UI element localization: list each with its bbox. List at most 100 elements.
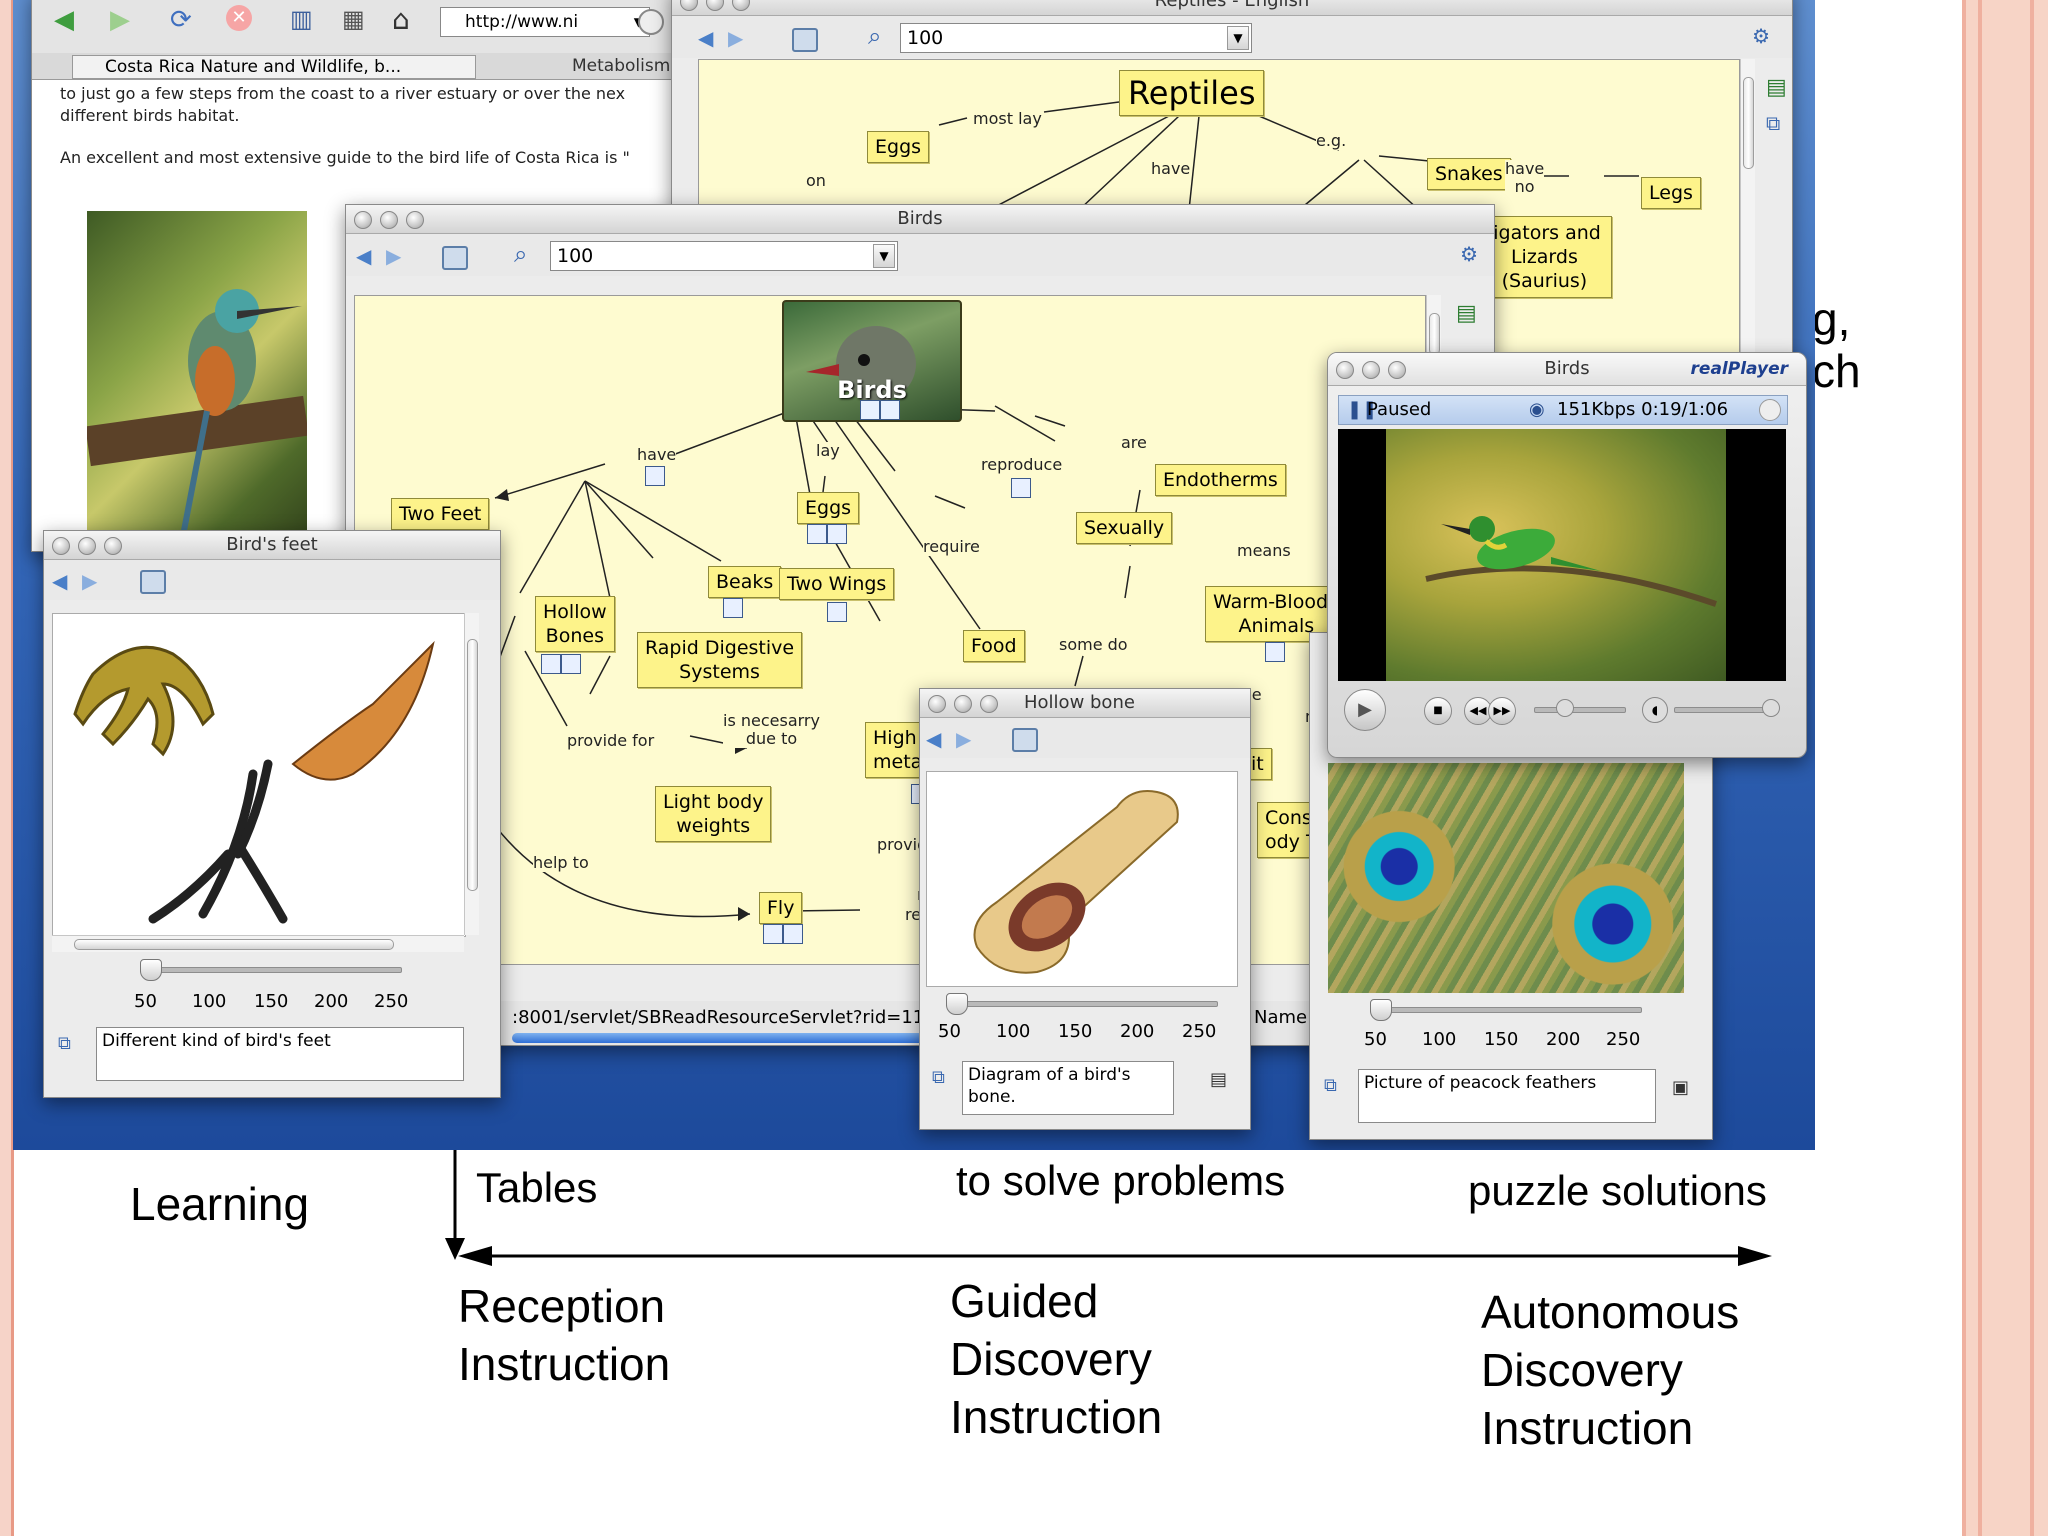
bookmarks-icon[interactable]: ▥ — [290, 5, 313, 33]
stop-icon[interactable]: ✕ — [226, 5, 252, 31]
forward-icon[interactable]: ▶ — [386, 244, 402, 268]
minimize-button[interactable] — [706, 0, 724, 11]
zoom-slider-knob[interactable] — [1370, 999, 1392, 1021]
image-icon[interactable]: ▣ — [1672, 1077, 1690, 1098]
collaboration-icon[interactable]: ⚙ — [1752, 24, 1770, 48]
zoom-button[interactable] — [104, 537, 122, 555]
zoom-slider-track[interactable] — [1370, 1007, 1642, 1013]
chevron-down-icon[interactable]: ▼ — [873, 244, 895, 268]
view-menu-icon[interactable] — [140, 570, 166, 594]
node-eggs[interactable]: Eggs — [867, 131, 930, 163]
caption-field[interactable]: Picture of peacock feathers — [1358, 1069, 1656, 1123]
fast-forward-button[interactable]: ▶▶ — [1488, 697, 1516, 725]
minimize-button[interactable] — [954, 695, 972, 713]
zoom-slider-track[interactable] — [140, 967, 402, 973]
chevron-down-icon[interactable]: ▼ — [1227, 26, 1249, 50]
back-icon[interactable]: ◀ — [698, 26, 714, 50]
scrollbar-thumb[interactable] — [74, 939, 394, 950]
caption-field[interactable]: Diagram of a bird's bone. — [962, 1061, 1174, 1115]
image-icon[interactable] — [763, 924, 783, 944]
zoom-button[interactable] — [1388, 361, 1406, 379]
reload-icon[interactable]: ⟳ — [170, 5, 192, 35]
zoom-slider-knob[interactable] — [946, 993, 968, 1015]
zoom-button[interactable] — [732, 0, 750, 11]
seek-slider-track[interactable] — [1534, 707, 1626, 713]
back-icon[interactable]: ◀ — [54, 5, 74, 35]
node-warm-blooded[interactable]: Warm-Bloode Animals — [1205, 586, 1348, 642]
scrollbar-thumb[interactable] — [1429, 313, 1440, 355]
node-reptiles[interactable]: Reptiles — [1119, 70, 1265, 116]
play-button[interactable]: ▶ — [1344, 689, 1386, 731]
minimize-button[interactable] — [1362, 361, 1380, 379]
zoom-select[interactable]: 100 ▼ — [900, 23, 1252, 53]
close-button[interactable] — [928, 695, 946, 713]
go-icon[interactable] — [638, 9, 664, 35]
close-button[interactable] — [680, 0, 698, 11]
back-icon[interactable]: ◀ — [52, 569, 68, 593]
node-snakes[interactable]: Snakes — [1427, 158, 1511, 190]
node-hollow-bones[interactable]: Hollow Bones — [535, 596, 615, 652]
close-button[interactable] — [1336, 361, 1354, 379]
document-icon[interactable] — [1011, 478, 1031, 498]
node-alligators[interactable]: ligators and Lizards (Saurius) — [1477, 216, 1612, 298]
zoom-button[interactable] — [406, 211, 424, 229]
forward-icon[interactable]: ▶ — [956, 727, 972, 751]
node-rapid-digestive[interactable]: Rapid Digestive Systems — [637, 632, 803, 688]
node-endotherms[interactable]: Endotherms — [1155, 464, 1286, 496]
tab-costa-rica[interactable]: Costa Rica Nature and Wildlife, b... — [72, 55, 476, 79]
forward-icon[interactable]: ▶ — [728, 26, 744, 50]
node-beaks[interactable]: Beaks — [708, 566, 782, 598]
zoom-slider-knob[interactable] — [140, 959, 162, 981]
feet-scrollbar-h[interactable] — [52, 935, 464, 952]
collaboration-icon[interactable]: ⚙ — [1460, 242, 1478, 266]
tab-metabolism[interactable]: Metabolism — [452, 55, 732, 77]
image-icon[interactable] — [645, 466, 665, 486]
scrollbar-thumb[interactable] — [467, 639, 478, 891]
image-icon[interactable] — [541, 654, 561, 674]
document-icon[interactable]: ▤ — [1210, 1069, 1228, 1090]
document-icon[interactable] — [561, 654, 581, 674]
image-icon[interactable] — [807, 524, 827, 544]
node-light-body[interactable]: Light body weights — [655, 786, 772, 842]
feet-scrollbar-v[interactable] — [464, 613, 479, 935]
minimize-button[interactable] — [78, 537, 96, 555]
node-eggs[interactable]: Eggs — [797, 492, 860, 524]
annotation-icon[interactable]: ⧉ — [1324, 1075, 1337, 1096]
document-icon[interactable] — [860, 400, 880, 420]
view-menu-icon[interactable] — [442, 246, 468, 270]
zoom-slider-track[interactable] — [946, 1001, 1218, 1007]
document-icon[interactable] — [827, 524, 847, 544]
forward-icon[interactable]: ▶ — [110, 5, 130, 35]
resource-icon[interactable]: ⧉ — [1766, 111, 1781, 135]
node-two-feet[interactable]: Two Feet — [391, 498, 490, 530]
list-icon[interactable]: ▤ — [1766, 75, 1787, 100]
home-icon[interactable]: ⌂ — [392, 3, 410, 36]
node-food[interactable]: Food — [963, 630, 1025, 662]
rewind-button[interactable]: ◀◀ — [1464, 697, 1492, 725]
history-icon[interactable]: ▦ — [342, 5, 365, 33]
node-legs[interactable]: Legs — [1641, 177, 1701, 209]
zoom-select[interactable]: 100 ▼ — [550, 241, 898, 271]
url-input[interactable]: http://www.ni ▼ — [440, 7, 650, 37]
document-icon[interactable] — [783, 924, 803, 944]
volume-slider-track[interactable] — [1674, 707, 1776, 713]
image-icon[interactable] — [723, 598, 743, 618]
info-icon[interactable] — [1759, 399, 1781, 421]
volume-icon[interactable]: ◖ — [1642, 697, 1668, 723]
back-icon[interactable]: ◀ — [356, 244, 372, 268]
caption-field[interactable]: Different kind of bird's feet — [96, 1027, 464, 1081]
view-menu-icon[interactable] — [792, 28, 818, 52]
image-icon[interactable] — [827, 602, 847, 622]
node-two-wings[interactable]: Two Wings — [779, 568, 895, 600]
view-menu-icon[interactable] — [1012, 728, 1038, 752]
back-icon[interactable]: ◀ — [926, 727, 942, 751]
annotation-icon[interactable]: ⧉ — [932, 1067, 945, 1088]
zoom-button[interactable] — [980, 695, 998, 713]
close-button[interactable] — [52, 537, 70, 555]
document-icon[interactable] — [880, 400, 900, 420]
volume-slider-knob[interactable] — [1762, 699, 1780, 717]
node-sexually[interactable]: Sexually — [1076, 512, 1173, 544]
document-icon[interactable] — [1265, 642, 1285, 662]
stop-button[interactable]: ■ — [1424, 697, 1452, 725]
node-fly[interactable]: Fly — [759, 892, 803, 924]
